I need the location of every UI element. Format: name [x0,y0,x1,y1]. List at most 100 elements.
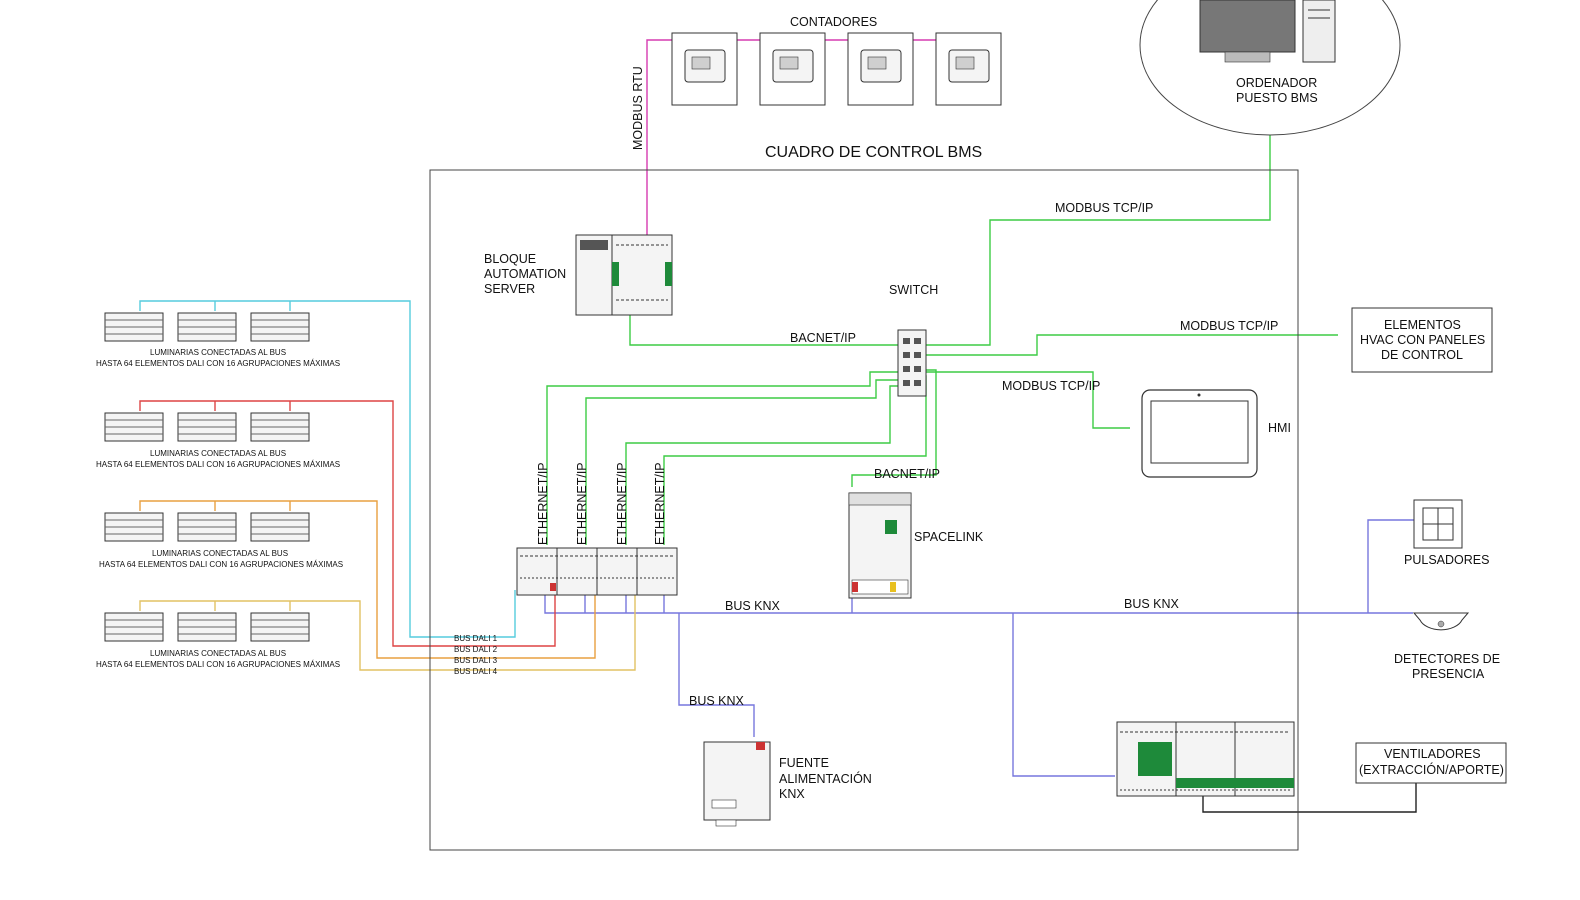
automation-server-label-2: AUTOMATION [484,267,566,281]
bus-dali-label-4: BUS DALI 4 [454,667,498,676]
modbus-tcp-hvac-wire [915,334,1338,356]
meter [759,32,826,106]
meters-group: CONTADORES [671,15,1002,106]
spacelink-label: SPACELINK [914,530,984,544]
luminaire [104,612,164,642]
pc-tower-icon [1302,0,1336,63]
luminaires-caption-2: HASTA 64 ELEMENTOS DALI CON 16 AGRUPACIO… [96,359,340,368]
network-switch: SWITCH [889,283,938,397]
knx-psu-label-1: FUENTE [779,756,829,770]
ethernet-label-1: ETHERNET/IP [536,462,550,545]
luminaires-caption-1: LUMINARIAS CONECTADAS AL BUS [150,348,286,357]
bacnet-server-wire [629,310,898,346]
dali-2-wire [139,400,556,647]
bacnet-label-2: BACNET/IP [874,467,940,481]
hvac-box: ELEMENTOS HVAC CON PANELES DE CONTROL [1351,307,1493,373]
luminaires-caption-2: HASTA 64 ELEMENTOS DALI CON 16 AGRUPACIO… [96,660,340,669]
push-button-device: PULSADORES [1404,499,1489,567]
bus-knx-label-1: BUS KNX [725,599,781,613]
ethernet-3-wire [625,385,898,545]
ethernet-2-wire [585,379,898,545]
automation-server: BLOQUE AUTOMATION SERVER [484,234,673,316]
luminaires-caption-2: HASTA 64 ELEMENTOS DALI CON 16 AGRUPACIO… [99,560,343,569]
knx-bus-wire [544,519,1414,777]
luminaire [250,612,310,642]
automation-server-label-1: BLOQUE [484,252,536,266]
fans-label-1: VENTILADORES [1384,747,1481,761]
switch-body [897,329,927,397]
cabinet-title: CUADRO DE CONTROL BMS [765,144,982,161]
luminaires-caption-1: LUMINARIAS CONECTADAS AL BUS [150,649,286,658]
bus-dali-label-3: BUS DALI 3 [454,656,498,665]
bms-workstation-label-1: ORDENADOR [1236,76,1317,90]
modbus-tcp-bms-wire [915,135,1271,346]
ethernet-label-3: ETHERNET/IP [615,462,629,545]
bacnet-label-1: BACNET/IP [790,331,856,345]
ethernet-label-2: ETHERNET/IP [575,462,589,545]
luminaire [250,512,310,542]
bms-workstation: ORDENADOR PUESTO BMS [1139,0,1401,136]
hmi-screen [1150,400,1249,464]
modbus-tcp-label-1: MODBUS TCP/IP [1055,201,1153,215]
hvac-label-3: DE CONTROL [1381,348,1463,362]
spacelink-device: BACNET/IP SPACELINK [848,467,984,599]
luminaire [177,312,237,342]
bacnet-spacelink-wire [851,369,937,487]
meter [847,32,914,106]
presence-detector: DETECTORES DE PRESENCIA [1394,612,1500,681]
ventiladores-power-wire [1202,782,1417,813]
dali-1-wire [139,300,516,638]
luminaires-caption-1: LUMINARIAS CONECTADAS AL BUS [152,549,288,558]
hvac-label-1: ELEMENTOS [1384,318,1461,332]
fans-box: VENTILADORES (EXTRACCIÓN/APORTE) [1355,742,1507,784]
bus-dali-label-2: BUS DALI 2 [454,645,498,654]
dali-gateways [516,547,678,596]
hmi-panel: HMI [1141,389,1291,478]
dali-gateway [556,547,598,596]
luminaire [177,412,237,442]
meter [671,32,738,106]
switch-label: SWITCH [889,283,938,297]
pulsadores-label: PULSADORES [1404,553,1489,567]
dali-3-wire [139,500,596,659]
modbus-tcp-label-2: MODBUS TCP/IP [1180,319,1278,333]
knx-power-supply: FUENTE ALIMENTACIÓN KNX [703,741,872,827]
luminaires-group-1: LUMINARIAS CONECTADAS AL BUS HASTA 64 EL… [96,312,340,368]
hmi-label: HMI [1268,421,1291,435]
meter [935,32,1002,106]
ethernet-1-wire [546,371,898,545]
luminaires-group-4: LUMINARIAS CONECTADAS AL BUS HASTA 64 EL… [96,612,340,669]
bus-dali-label-1: BUS DALI 1 [454,634,498,643]
luminaire [104,512,164,542]
modbus-rtu-label: MODBUS RTU [631,66,645,150]
wires [139,39,1417,813]
fans-label-2: (EXTRACCIÓN/APORTE) [1359,762,1504,777]
dali-gateway [636,547,678,596]
knx-psu-label-2: ALIMENTACIÓN [779,771,872,786]
luminaire [104,412,164,442]
bus-knx-label-3: BUS KNX [689,694,745,708]
meters-title: CONTADORES [790,15,877,29]
luminaires-group-3: LUMINARIAS CONECTADAS AL BUS HASTA 64 EL… [99,512,343,569]
detectores-label-2: PRESENCIA [1412,667,1485,681]
monitor-icon [1199,0,1296,53]
luminaire [104,312,164,342]
luminaires-caption-1: LUMINARIAS CONECTADAS AL BUS [150,449,286,458]
modbus-tcp-hmi-wire [915,371,1130,429]
luminaire [250,412,310,442]
automation-server-label-3: SERVER [484,282,535,296]
dali-gateway [596,547,638,596]
automation-server-module [611,234,673,316]
detectores-label-1: DETECTORES DE [1394,652,1500,666]
dali-4-wire [139,590,636,671]
hvac-label-2: HVAC CON PANELES [1360,333,1485,347]
luminaires-caption-2: HASTA 64 ELEMENTOS DALI CON 16 AGRUPACIO… [96,460,340,469]
modbus-tcp-label-3: MODBUS TCP/IP [1002,379,1100,393]
luminaire [250,312,310,342]
knx-actuators [1116,721,1295,797]
control-cabinet-frame [429,169,1299,851]
knx-psu-label-3: KNX [779,787,805,801]
luminaire [177,612,237,642]
ethernet-label-4: ETHERNET/IP [653,462,667,545]
